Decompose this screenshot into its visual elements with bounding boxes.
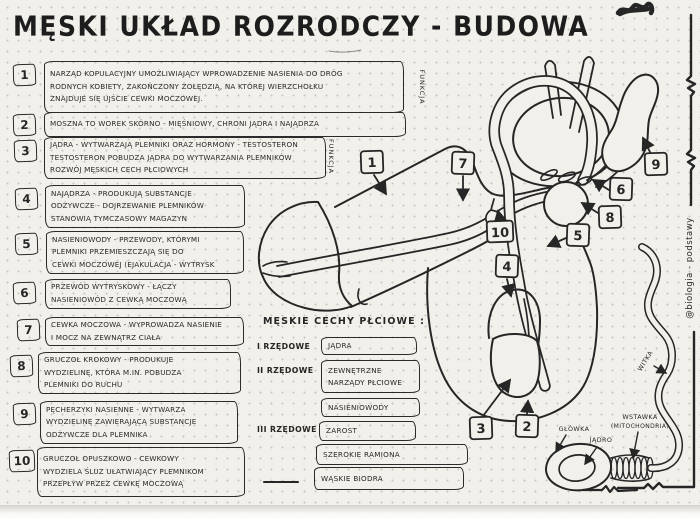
trait-row-label-1: I RZĘDOWE	[257, 342, 311, 351]
frenulum-line	[357, 288, 368, 306]
sperm-tail-inner	[639, 244, 682, 471]
bladder-inner-wall	[512, 96, 610, 178]
callout-label-1: 1	[367, 156, 377, 171]
callout-label-8: 8	[605, 211, 615, 226]
callout-label-10: 10	[491, 226, 510, 242]
definition-text-3: JĄDRA - WYTWARZAJĄ PLEMNIKI ORAZ HORMONY…	[44, 137, 326, 179]
vas-deferens-inner	[490, 76, 597, 390]
trait-row-label-2: II RZĘDOWE	[257, 366, 314, 375]
callout-label-4: 4	[502, 260, 512, 275]
border-right-bottom	[616, 330, 696, 491]
callout-arrow-2	[519, 399, 535, 415]
funkcja-side-label-2: FUNKCJA	[327, 139, 335, 175]
glans-corona	[317, 201, 353, 307]
sperm-mitochondria-label: (MITOCHONDRIA)	[611, 423, 669, 430]
title-stray-stroke	[328, 49, 362, 53]
watermark-handle: @biologia - podstawy	[685, 217, 695, 318]
definition-text-9: PĘCHERZYKI NASIENNE - WYTWARZA WYDZIELIN…	[40, 401, 238, 444]
definition-text-2: MOSZNA TO WOREK SKÓRNO - MIĘŚNIOWY, CHRO…	[44, 112, 406, 137]
sperm-midpiece-label: WSTAWKA	[622, 413, 658, 421]
scrotum-outline	[426, 235, 599, 423]
callout-arrow-10	[493, 209, 508, 224]
definition-text-10: GRUCZOŁ OPUSZKOWO - CEWKOWY WYDZIELA ŚLU…	[37, 447, 245, 497]
definition-text-5: NASIENIOWODY - PRZEWODY, KTÓRYMI PLEMNIK…	[46, 231, 244, 274]
callout-label-7: 7	[458, 157, 468, 172]
ureter-left	[544, 59, 562, 119]
border-bottom-middle	[581, 484, 639, 494]
sperm-midpiece-coil	[610, 456, 654, 480]
prostate-gland	[543, 181, 589, 227]
trait-box-waskie-biodra: WĄSKIE BIODRA	[314, 467, 464, 490]
callout-arrow-9	[641, 136, 655, 153]
callout-label-5: 5	[573, 229, 583, 244]
callout-arrow-3	[482, 378, 512, 417]
definition-text-7: CEWKA MOCZOWA - WYPROWADZA NASIENIE I MO…	[45, 317, 244, 346]
border-right-top	[685, 13, 697, 207]
paper-bottom-edge	[0, 505, 700, 520]
trait-row-label-3: III RZĘDOWE	[257, 425, 317, 434]
definition-text-4: NAJĄDRZA - PRODUKUJĄ SUBSTANCJE ODŻYWCZE…	[45, 185, 245, 228]
trait-box-zarost: ZAROST	[319, 421, 416, 441]
sperm-tail-label: WITKA	[636, 349, 655, 373]
callout-label-3: 3	[476, 422, 486, 437]
sperm-head	[545, 442, 613, 492]
callout-arrows	[373, 136, 655, 417]
penis-shaft-bottom	[350, 238, 492, 308]
funkcja-side-label-1: FUNKCJA	[418, 69, 426, 104]
callout-arrow-8	[580, 202, 599, 216]
callout-arrow-4	[501, 278, 516, 298]
callout-label-9: 9	[651, 158, 661, 173]
callout-boxes: 1 7 9 6 8 5 10 4 3 2	[359, 149, 669, 441]
urethra-line-top	[276, 189, 559, 267]
callout-arrow-6	[591, 179, 610, 193]
sperm-nucleus-label: JĄDRO	[589, 436, 613, 444]
glans-outline	[257, 200, 353, 312]
callout-label-6: 6	[616, 183, 626, 198]
traits-header: MĘSKIE CECHY PŁCIOWE :	[263, 316, 425, 327]
callout-arrow-1	[373, 174, 387, 196]
callout-arrow-5	[546, 234, 567, 248]
sperm-nucleus	[558, 454, 596, 482]
callout-label-2: 2	[522, 420, 532, 435]
epididymis-dome	[487, 288, 541, 351]
definition-text-6: PRZEWÓD WYTRYSKOWY - ŁĄCZY NASIENIOWÓD Z…	[45, 279, 231, 309]
corner-scribble	[615, 1, 655, 17]
definition-text-8: GRUCZOŁ KROKOWY - PRODUKUJE WYDZIELINĘ, …	[38, 352, 241, 394]
trait-box-nasieniowody: NASIENIOWODY	[321, 398, 420, 417]
penis-shaft-top	[334, 145, 560, 208]
trait-box-szerokie-ramiona: SZEROKIE RAMIONA	[316, 444, 468, 465]
sperm-head-label: GŁÓWKA	[559, 424, 590, 433]
testis-outline	[489, 333, 541, 399]
trait-box-jadra: JĄDRA	[321, 337, 417, 355]
sperm-label-arrows	[555, 363, 668, 466]
ejaculatory-ducts	[540, 168, 593, 186]
trait-box-zewnetrzne-narzady: ZEWNĘTRZNE NARZĄDY PŁCIOWE	[321, 360, 420, 393]
page-title: MĘSKI UKŁAD ROZRODCZY - BUDOWA	[13, 10, 590, 42]
